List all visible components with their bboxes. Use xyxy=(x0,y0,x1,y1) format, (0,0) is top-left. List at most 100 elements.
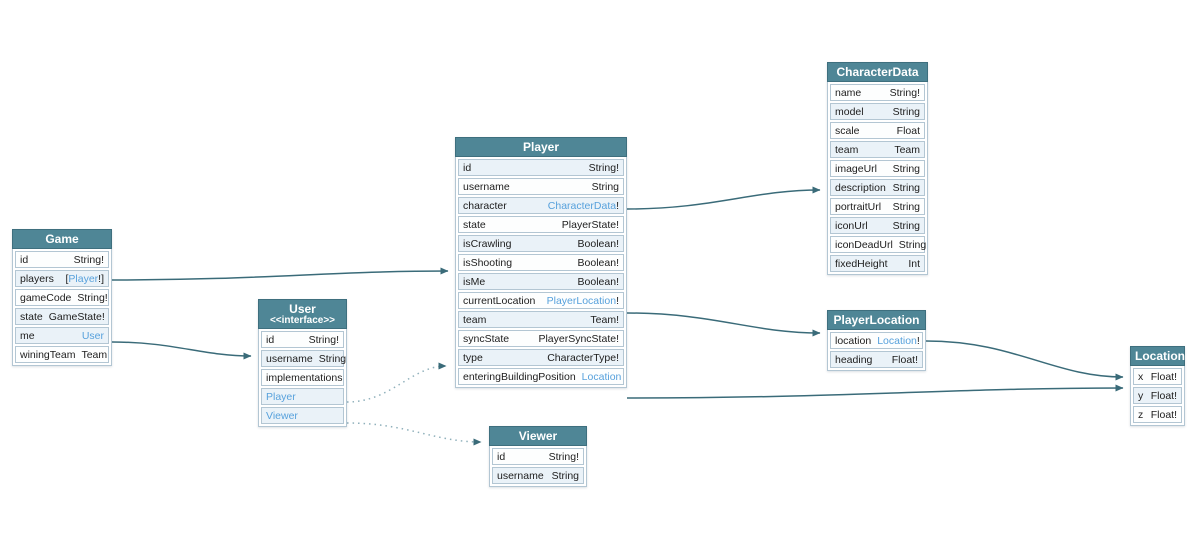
field-name: state xyxy=(463,218,486,231)
entity-title: Player xyxy=(522,140,560,154)
field-type: Float! xyxy=(1150,370,1177,383)
field-row-location-y[interactable]: y Float! xyxy=(1133,387,1182,404)
entity-header-playerlocation[interactable]: PlayerLocation xyxy=(827,310,926,330)
field-name: username xyxy=(497,469,544,482)
implementation-link[interactable]: Viewer xyxy=(266,409,298,422)
field-name: name xyxy=(835,86,862,99)
field-type: CharacterType! xyxy=(547,351,619,364)
field-type: String xyxy=(892,105,920,118)
field-name: id xyxy=(463,161,472,174)
type-link-player[interactable]: Player xyxy=(68,272,99,285)
edge-player-enteringbuildingposition-to-location xyxy=(626,384,1124,399)
field-name: winingTeam xyxy=(20,348,76,361)
entity-title: Viewer xyxy=(518,429,558,443)
type-link-characterdata[interactable]: CharacterData xyxy=(547,199,617,212)
field-type: PlayerState! xyxy=(561,218,619,231)
field-name: enteringBuildingPosition xyxy=(463,370,576,383)
entity-title: Location xyxy=(1135,349,1185,363)
field-row-player-enteringbuildingposition[interactable]: enteringBuildingPosition Location xyxy=(458,368,624,385)
entity-header-game[interactable]: Game xyxy=(12,229,112,249)
field-row-player-type[interactable]: type CharacterType! xyxy=(458,349,624,366)
field-row-game-me[interactable]: me User xyxy=(15,327,109,344)
field-name: isShooting xyxy=(463,256,513,269)
field-type: Location xyxy=(582,371,622,383)
field-type: Float! xyxy=(891,353,918,366)
entity-header-location[interactable]: Location xyxy=(1130,346,1185,366)
field-type: Location! xyxy=(877,334,920,347)
field-name: type xyxy=(463,351,483,364)
field-row-game-gamecode[interactable]: gameCode String! xyxy=(15,289,109,306)
field-type: Team xyxy=(81,348,108,361)
edge-playerlocation-location-to-location xyxy=(925,340,1124,381)
field-row-player-state[interactable]: state PlayerState! xyxy=(458,216,624,233)
field-name: imageUrl xyxy=(835,162,878,175)
entity-header-characterdata[interactable]: CharacterData xyxy=(827,62,928,82)
field-name: id xyxy=(20,253,29,266)
field-name: gameCode xyxy=(20,291,72,304)
field-type: Int xyxy=(908,257,920,270)
field-row-game-id[interactable]: id String! xyxy=(15,251,109,268)
field-name: model xyxy=(835,105,864,118)
entity-title: User xyxy=(289,302,316,316)
field-name: y xyxy=(1138,389,1144,402)
edge-user-player-to-player xyxy=(346,362,447,403)
type-link-playerlocation[interactable]: PlayerLocation xyxy=(546,294,617,307)
type-link-user[interactable]: User xyxy=(81,329,104,342)
field-row-game-winingteam[interactable]: winingTeam Team xyxy=(15,346,109,363)
entity-header-viewer[interactable]: Viewer xyxy=(489,426,587,446)
field-row-user-implementations[interactable]: implementations xyxy=(261,369,344,386)
entity-header-player[interactable]: Player xyxy=(455,137,627,157)
field-name: description xyxy=(835,181,886,194)
edge-game-me-to-user xyxy=(111,341,252,360)
edge-game-players-to-player xyxy=(111,267,449,281)
field-type: Float! xyxy=(1150,389,1177,402)
field-type: User xyxy=(82,330,104,342)
field-row-characterdata-model[interactable]: model String xyxy=(830,103,925,120)
type-link-location[interactable]: Location xyxy=(581,370,622,383)
field-row-game-players[interactable]: players[Player!] xyxy=(15,270,109,287)
type-link-location[interactable]: Location xyxy=(877,334,917,347)
field-type: String! xyxy=(77,291,108,304)
field-row-user-viewer[interactable]: Viewer xyxy=(261,407,344,424)
field-name: character xyxy=(463,199,507,212)
field-type: String! xyxy=(73,253,104,266)
implementation-link[interactable]: Player xyxy=(266,390,296,403)
field-name: me xyxy=(20,329,35,342)
field-row-user-player[interactable]: Player xyxy=(261,388,344,405)
entity-header-user[interactable]: User<<interface>> xyxy=(258,299,347,329)
field-name: z xyxy=(1138,408,1144,421)
